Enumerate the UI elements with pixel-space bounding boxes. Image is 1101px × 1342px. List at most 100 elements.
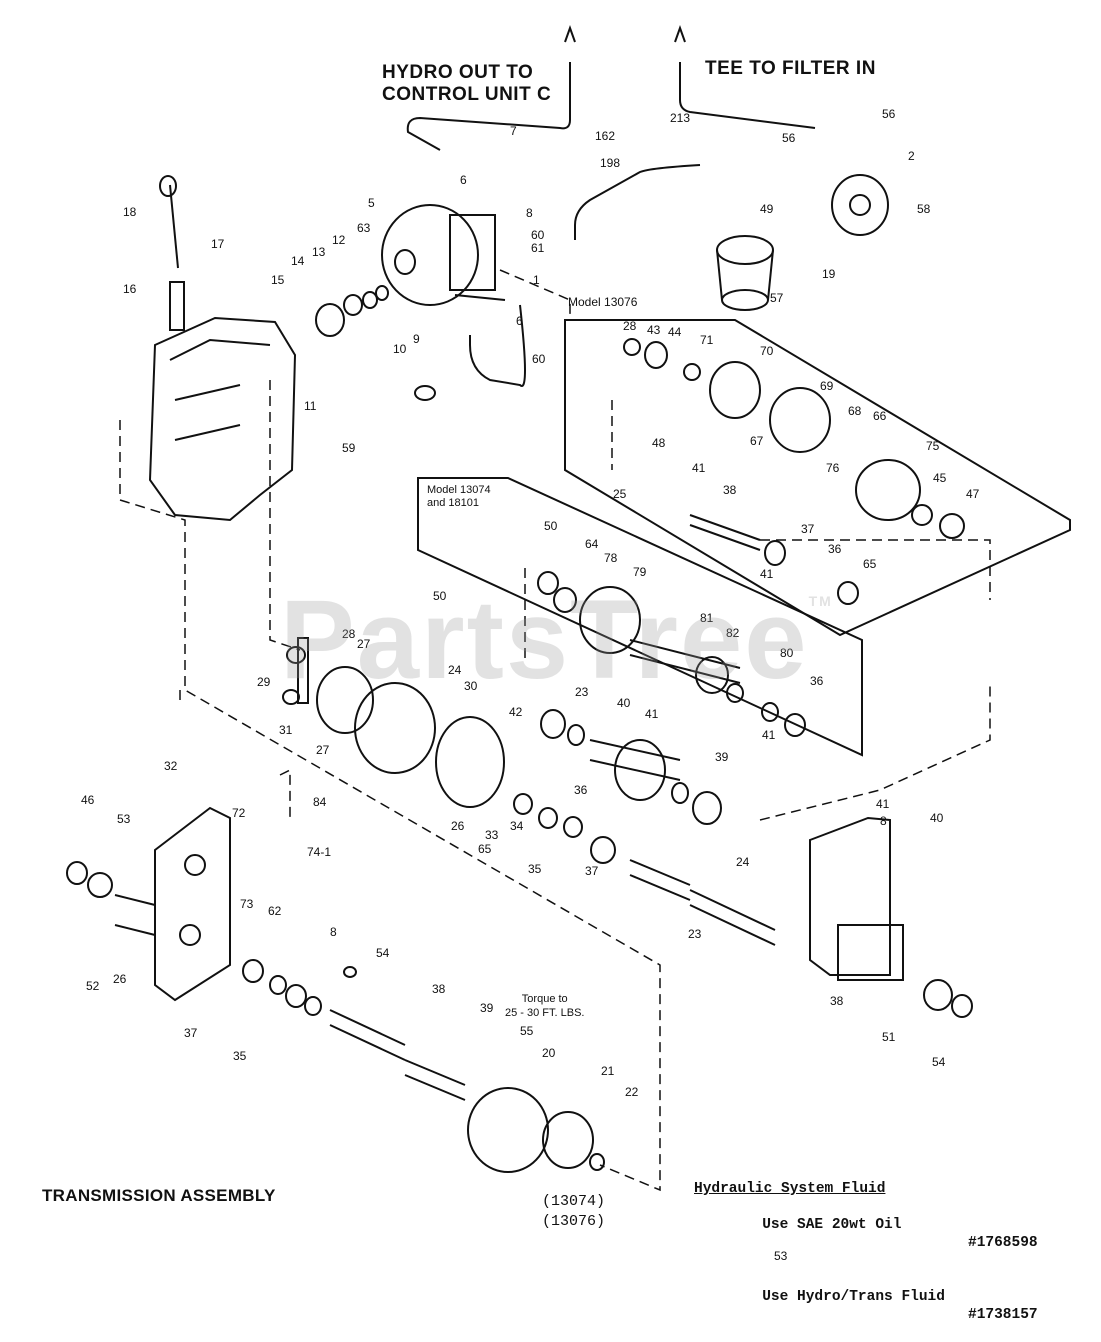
part-callout: 38 <box>830 994 844 1008</box>
part-callout: 46 <box>81 793 95 807</box>
tee-filter-label: TEE TO FILTER IN <box>705 58 876 79</box>
part-callout: 38 <box>723 483 737 497</box>
part-callout: 75 <box>926 439 940 453</box>
part-callout: 45 <box>933 471 947 485</box>
part-callout: 56 <box>882 107 896 121</box>
fluid-heading: Hydraulic System Fluid <box>694 1181 886 1197</box>
part-callout: 60 <box>532 352 546 366</box>
part-callout: 26 <box>451 819 465 833</box>
part-callout: 64 <box>585 537 599 551</box>
pipe-10 <box>454 294 526 388</box>
part-callout: 9 <box>413 332 420 346</box>
tee-filter-pipe <box>679 62 816 129</box>
part-callout: 51 <box>882 1030 896 1044</box>
part-callout: 33 <box>485 828 499 842</box>
part-callout: 36 <box>574 783 588 797</box>
torque-note: Torque to 25 - 30 FT. LBS. <box>505 993 585 1019</box>
model-numbers: (13074) (13076) <box>542 1193 606 1230</box>
part-callout: 35 <box>528 862 542 876</box>
part-callout: 14 <box>291 254 305 268</box>
part-callout: 198 <box>600 156 620 170</box>
part-callout: 36 <box>828 542 842 556</box>
part-callout: 37 <box>585 864 599 878</box>
part-callout: 60 <box>531 228 545 242</box>
differential <box>354 682 436 774</box>
part-callout: 63 <box>357 221 371 235</box>
watermark: PartsTreeTM <box>280 577 833 702</box>
part-callout: 29 <box>257 675 271 689</box>
transmission-housing <box>148 316 297 522</box>
part-callout: 11 <box>304 399 317 413</box>
hydro-out-label: HYDRO OUT TO CONTROL UNIT C <box>382 62 552 105</box>
hydro-out-pipe <box>406 62 571 151</box>
diagram-title: TRANSMISSION ASSEMBLY <box>42 1186 276 1205</box>
fluid-spec: Hydraulic System Fluid Use SAE 20wt Oil … <box>686 1180 1038 1342</box>
part-callout: 41 <box>645 707 659 721</box>
part-callout: 82 <box>726 626 740 640</box>
part-callout: 7 <box>510 124 517 138</box>
part-callout: 15 <box>271 273 285 287</box>
exploded-parts-diagram: 1622135676819856249581856061176312131415… <box>66 25 1071 1263</box>
part-callout: 31 <box>279 723 293 737</box>
part-callout: 16 <box>123 282 137 296</box>
pipe-198 <box>574 164 701 240</box>
part-callout: 162 <box>595 129 615 143</box>
part-callout: 47 <box>966 487 980 501</box>
part-callout: 81 <box>700 611 714 625</box>
part-callout: 72 <box>232 806 246 820</box>
part-callout: 2 <box>908 149 915 163</box>
fluid-row-1: Use SAE 20wt Oil #1768598 <box>762 1217 1038 1251</box>
part-callout: 41 <box>762 728 776 742</box>
part-callout: 59 <box>342 441 356 455</box>
part-callout: 71 <box>700 333 714 347</box>
part-callout: 37 <box>184 1026 198 1040</box>
part-callout: 19 <box>822 267 836 281</box>
part-callout: 40 <box>930 811 944 825</box>
fluid-row-2: Use Hydro/Trans Fluid #1738157 <box>762 1289 1038 1323</box>
part-callout: 42 <box>509 705 523 719</box>
filter-base <box>831 174 889 236</box>
part-callout: 53 <box>774 1249 788 1263</box>
part-callout: 12 <box>332 233 346 247</box>
part-callout: 5 <box>368 196 375 210</box>
part-callout: 23 <box>688 927 702 941</box>
part-callout: 30 <box>464 679 478 693</box>
part-callout: 65 <box>478 842 492 856</box>
part-callout: 36 <box>810 674 824 688</box>
part-number-1: #1768598 <box>968 1235 1038 1251</box>
part-callout: 34 <box>510 819 524 833</box>
part-callout: 50 <box>544 519 558 533</box>
part-callout: 26 <box>113 972 127 986</box>
part-callout: 27 <box>316 743 330 757</box>
part-callout: 57 <box>770 291 784 305</box>
part-callout: 6 <box>460 173 467 187</box>
part-callout: 32 <box>164 759 178 773</box>
part-callout: 54 <box>932 1055 946 1069</box>
part-callout: 67 <box>750 434 764 448</box>
part-callout: 28 <box>342 627 356 641</box>
part-callout: 48 <box>652 436 666 450</box>
part-callout: 213 <box>670 111 690 125</box>
part-callout: 6 <box>516 314 523 328</box>
part-callout: 66 <box>873 409 887 423</box>
part-callout: 13 <box>312 245 326 259</box>
part-callout: 22 <box>625 1085 639 1099</box>
part-callout: 27 <box>357 637 371 651</box>
part-callout: 18 <box>123 205 137 219</box>
part-callout: 76 <box>826 461 840 475</box>
part-callout: 65 <box>863 557 877 571</box>
part-callout: 53 <box>117 812 131 826</box>
right-housing <box>809 816 891 976</box>
part-callout: 52 <box>86 979 100 993</box>
part-callout: 70 <box>760 344 774 358</box>
part-callout: 58 <box>917 202 931 216</box>
oil-filter <box>716 235 774 311</box>
box-model-13076 <box>564 319 1071 637</box>
part-callout: 44 <box>668 325 682 339</box>
part-callout: 39 <box>480 1001 494 1015</box>
part-callout: 17 <box>211 237 225 251</box>
part-callout: 28 <box>623 319 637 333</box>
part-callout: 37 <box>801 522 815 536</box>
part-callout: 84 <box>313 795 327 809</box>
